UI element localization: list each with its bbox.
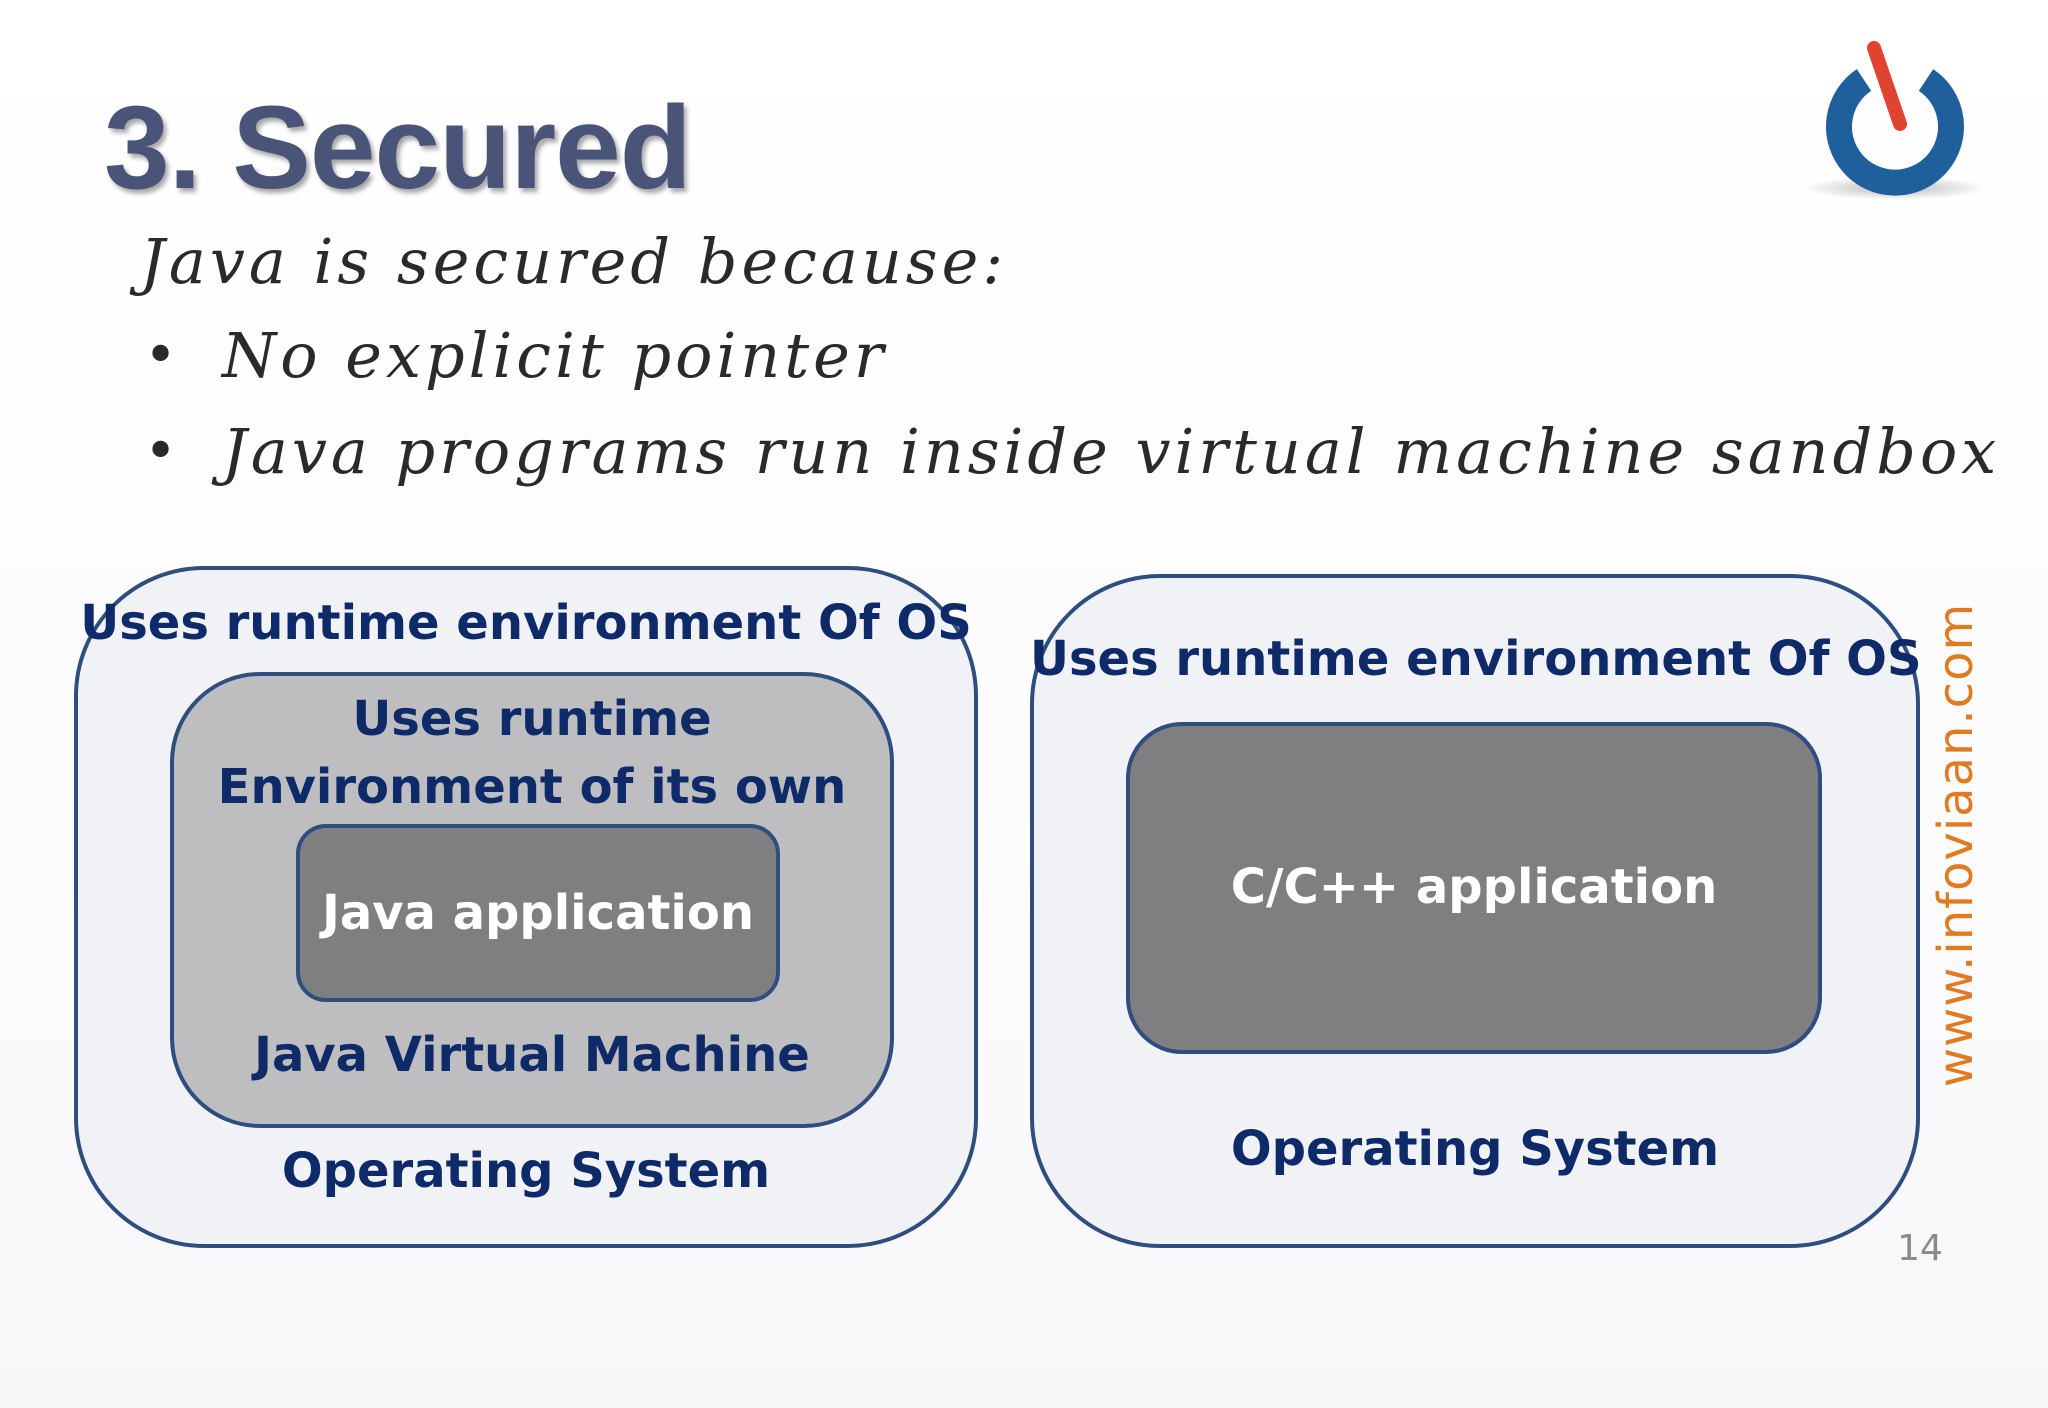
native-os-label: Operating System [1230,1121,1720,1177]
website-label: www.infoviaan.com [1916,603,1996,1087]
slide-title: 3. Secured [104,82,692,214]
page-number: 14 [1897,1228,1943,1269]
bullet-dot-icon: • [144,419,182,484]
java-application-label: Java application [321,885,755,941]
bullet-item: • Java programs run inside virtual machi… [140,412,2000,508]
jvm-runtime-label-line2: Environment of its own [217,759,847,815]
intro-text: Java is secured because: [140,225,1008,298]
java-os-label: Operating System [281,1143,771,1199]
jvm-label: Java Virtual Machine [254,1027,810,1083]
cpp-application-box [1126,722,1822,1054]
bullet-item: • No explicit pointer [140,316,2000,412]
native-os-runtime-label: Uses runtime environment Of OS [1030,631,1922,687]
java-application-box [296,824,780,1002]
website-text: www.infoviaan.com [1928,602,1984,1088]
jvm-runtime-label-line1: Uses runtime [352,691,712,747]
power-button-logo-icon [1803,41,1987,200]
bullet-dot-icon: • [144,323,182,388]
java-os-runtime-label: Uses runtime environment Of OS [80,595,972,651]
bullet-list: • No explicit pointer • Java programs ru… [140,316,2000,508]
bullet-text: Java programs run inside virtual machine… [222,415,2001,488]
cpp-application-label: C/C++ application [1230,859,1718,915]
bullet-text: No explicit pointer [222,319,888,392]
